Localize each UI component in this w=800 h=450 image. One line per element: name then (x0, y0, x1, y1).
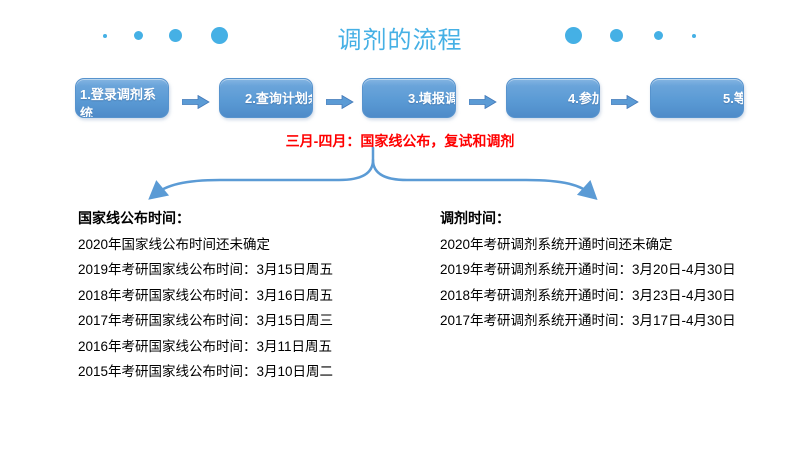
flow-step-3: 3.填报调剂 (362, 78, 456, 118)
right-arrow-icon (326, 95, 354, 109)
decorative-dot-icon (211, 27, 228, 44)
adjustment-time-item: 2020年考研调剂系统开通时间还未确定 (440, 236, 673, 252)
right-arrow-icon (611, 95, 639, 109)
callout-text: 三月-四月：国家线公布，复试和调剂 (285, 133, 515, 149)
flow-step-2: 2.查询计划余 (219, 78, 313, 118)
national-line-item: 2018年考研国家线公布时间：3月16日周五 (78, 287, 334, 303)
flow-step-3-label: 3.填报调剂 (408, 91, 455, 106)
national-line-panel: 国家线公布时间： 2020年国家线公布时间还未确定 2019年考研国家线公布时间… (78, 206, 428, 385)
decorative-dot-icon (565, 27, 582, 44)
adjustment-time-item: 2019年考研调剂系统开通时间：3月20日-4月30日 (440, 262, 736, 277)
flow-step-5: 5.等 (650, 78, 744, 118)
slide-title: 调剂的流程 (337, 27, 463, 54)
flow-step-2-label: 2.查询计划余 (245, 91, 312, 106)
flow-step-4: 4.参加 (506, 78, 600, 118)
decorative-dot-icon (610, 29, 623, 42)
decorative-dot-icon (134, 31, 143, 40)
flow-step-1: 1.登录调剂系统 通知 (75, 78, 169, 118)
flow-step-1-label: 1.登录调剂系统 通知 (80, 87, 156, 118)
split-brace-arrow-icon (148, 147, 598, 201)
national-line-item: 2019年考研国家线公布时间：3月15日周五 (78, 262, 334, 277)
national-line-panel-heading: 国家线公布时间： (78, 210, 190, 226)
adjustment-time-panel-heading: 调剂时间： (440, 210, 510, 226)
flow-step-4-label: 4.参加 (568, 91, 599, 106)
flow-step-5-label: 5.等 (723, 91, 743, 106)
adjustment-time-item: 2017年考研调剂系统开通时间：3月17日-4月30日 (440, 313, 736, 328)
adjustment-time-panel: 调剂时间： 2020年考研调剂系统开通时间还未确定 2019年考研调剂系统开通时… (440, 206, 790, 334)
adjustment-time-item: 2018年考研调剂系统开通时间：3月23日-4月30日 (440, 287, 736, 303)
national-line-item: 2016年考研国家线公布时间：3月11日周五 (78, 338, 333, 354)
national-line-item: 2015年考研国家线公布时间：3月10日周二 (78, 364, 334, 379)
decorative-dot-icon (103, 34, 107, 38)
decorative-dot-icon (692, 34, 696, 38)
decorative-dot-icon (654, 31, 663, 40)
decorative-dot-icon (169, 29, 182, 42)
national-line-item: 2017年考研国家线公布时间：3月15日周三 (78, 313, 334, 328)
national-line-item: 2020年国家线公布时间还未确定 (78, 236, 271, 252)
right-arrow-icon (469, 95, 497, 109)
right-arrow-icon (182, 95, 210, 109)
